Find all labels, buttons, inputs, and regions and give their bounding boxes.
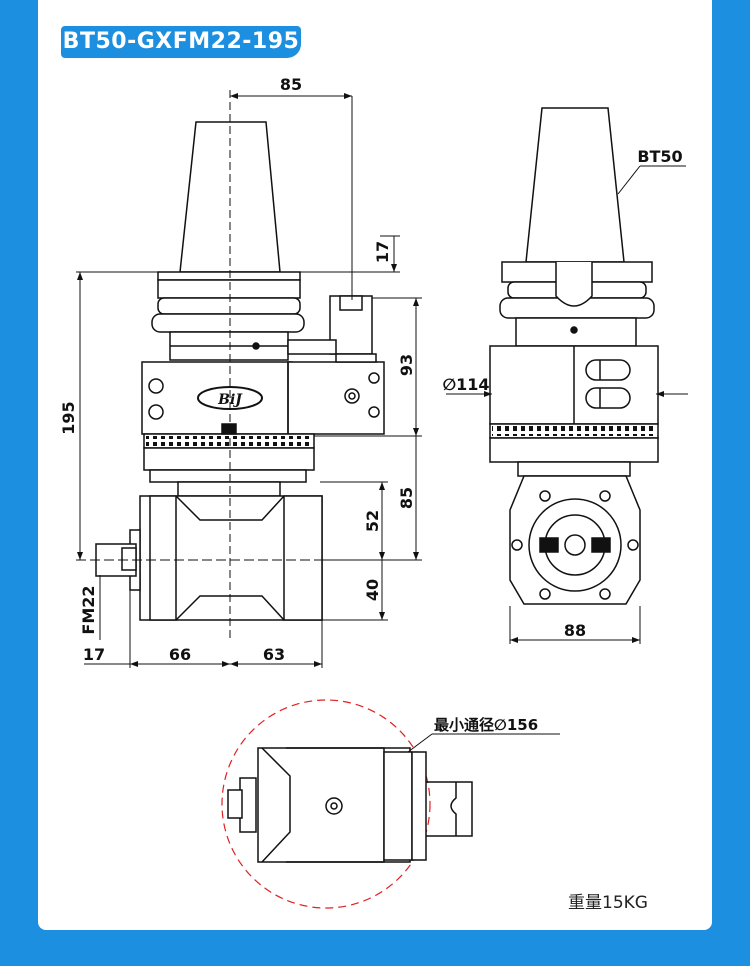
dim-40: 40 (363, 579, 382, 601)
dim-85-lower: 85 (397, 487, 416, 509)
top-view (221, 699, 473, 909)
dim-195: 195 (59, 401, 78, 434)
front-arrows (77, 93, 419, 667)
clearance-label: 最小通径∅156 (434, 716, 538, 734)
dim-85-top: 85 (280, 75, 302, 94)
dim-52: 52 (363, 510, 382, 532)
clearance-circle (221, 699, 431, 909)
dim-93: 93 (397, 354, 416, 376)
brand-logo: BiJ (217, 392, 243, 408)
label-bt50: BT50 (637, 147, 682, 166)
dim-63: 63 (263, 645, 285, 664)
dim-fm22: FM22 (79, 585, 98, 634)
top-leader (407, 733, 560, 753)
weight-label: 重量15KG (568, 893, 648, 913)
dim-17-left: 17 (83, 645, 105, 664)
dim-17-right: 17 (373, 241, 392, 263)
dim-66: 66 (169, 645, 191, 664)
side-dimensions (446, 165, 688, 644)
dim-dia-114: ∅114 (442, 375, 489, 394)
model-title: BT50-GXFM22-195 (61, 26, 301, 58)
dim-88: 88 (564, 621, 586, 640)
front-view (95, 121, 385, 621)
front-dimensions (76, 90, 422, 668)
side-arrows (484, 391, 664, 643)
side-view (489, 107, 659, 605)
